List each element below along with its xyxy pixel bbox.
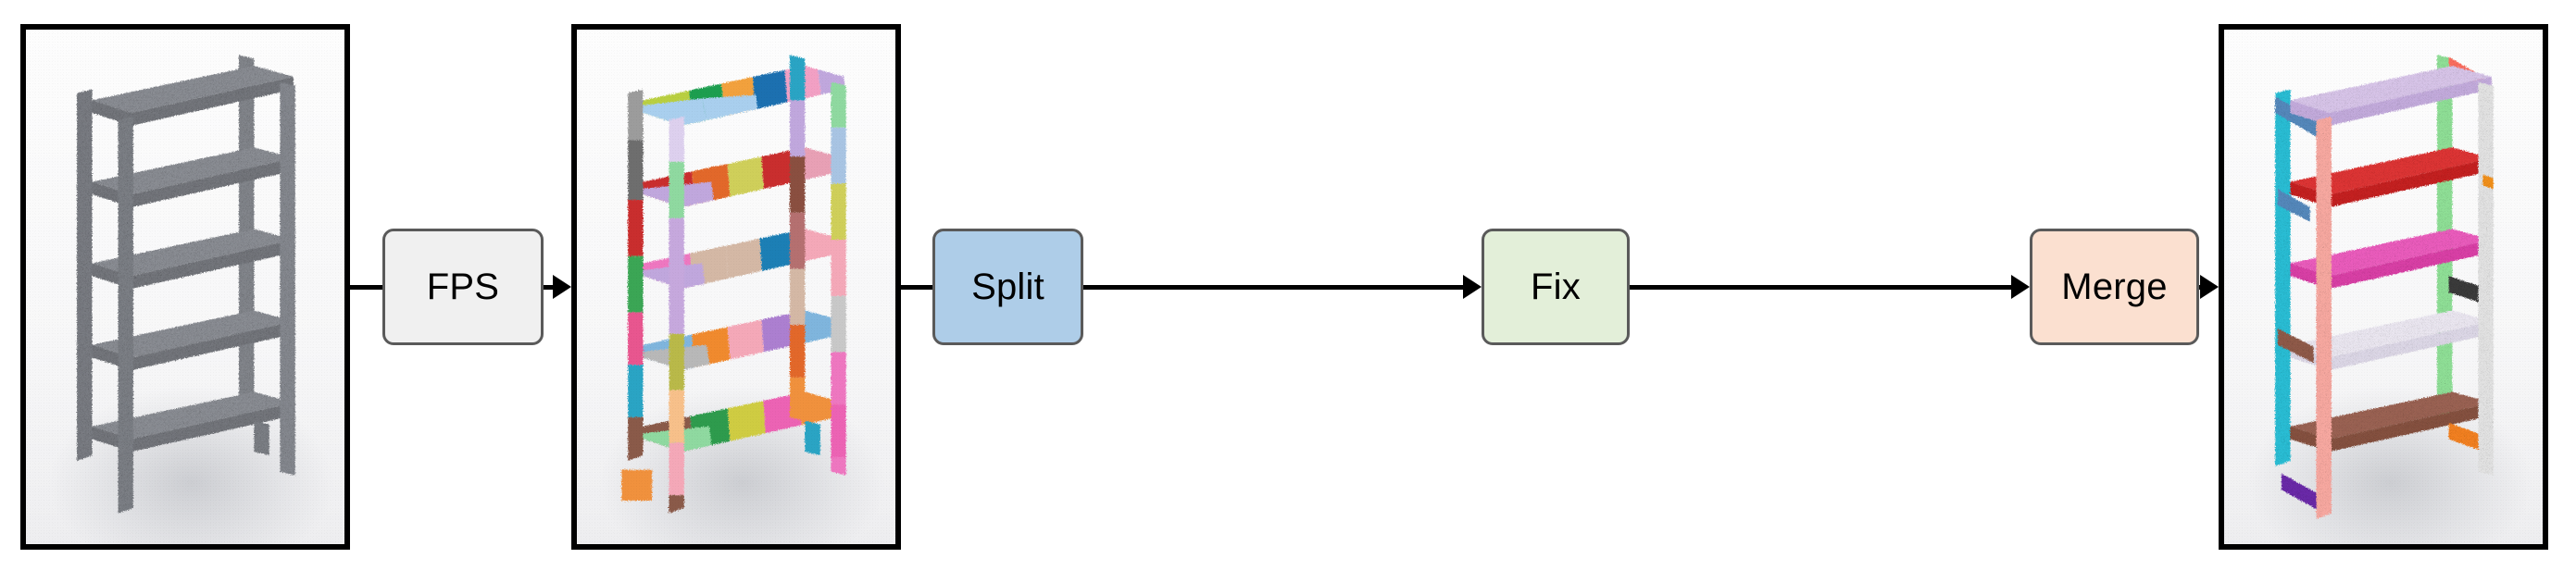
connector-merge-to-panel3-arrowhead: [2200, 275, 2219, 299]
merged-bookshelf-point-cloud: [2275, 55, 2494, 519]
connector-split-to-fix: [1083, 285, 1463, 290]
connector-split-to-fix-arrowhead: [1463, 275, 1482, 299]
connector-panel2-to-split: [901, 285, 932, 290]
merged-parts-panel: [2219, 24, 2548, 550]
merge-process-box[interactable]: Merge: [2030, 229, 2199, 345]
connector-fps-to-panel2-arrowhead: [553, 275, 571, 299]
oversegmented-bookshelf-point-cloud: [621, 55, 846, 514]
connector-merge-to-panel3: [2199, 285, 2200, 290]
split-process-box[interactable]: Split: [932, 229, 1083, 345]
input-point-cloud-panel: [20, 24, 350, 550]
connector-fix-to-merge-arrowhead: [2011, 275, 2030, 299]
connector-input-to-fps: [350, 285, 382, 290]
connector-fix-to-merge: [1630, 285, 2011, 290]
fix-process-box[interactable]: Fix: [1482, 229, 1630, 345]
input-bookshelf-point-cloud: [77, 55, 295, 514]
fps-process-box[interactable]: FPS: [382, 229, 544, 345]
fps-oversegmented-panel: [571, 24, 901, 550]
connector-fps-to-panel2: [544, 285, 553, 290]
